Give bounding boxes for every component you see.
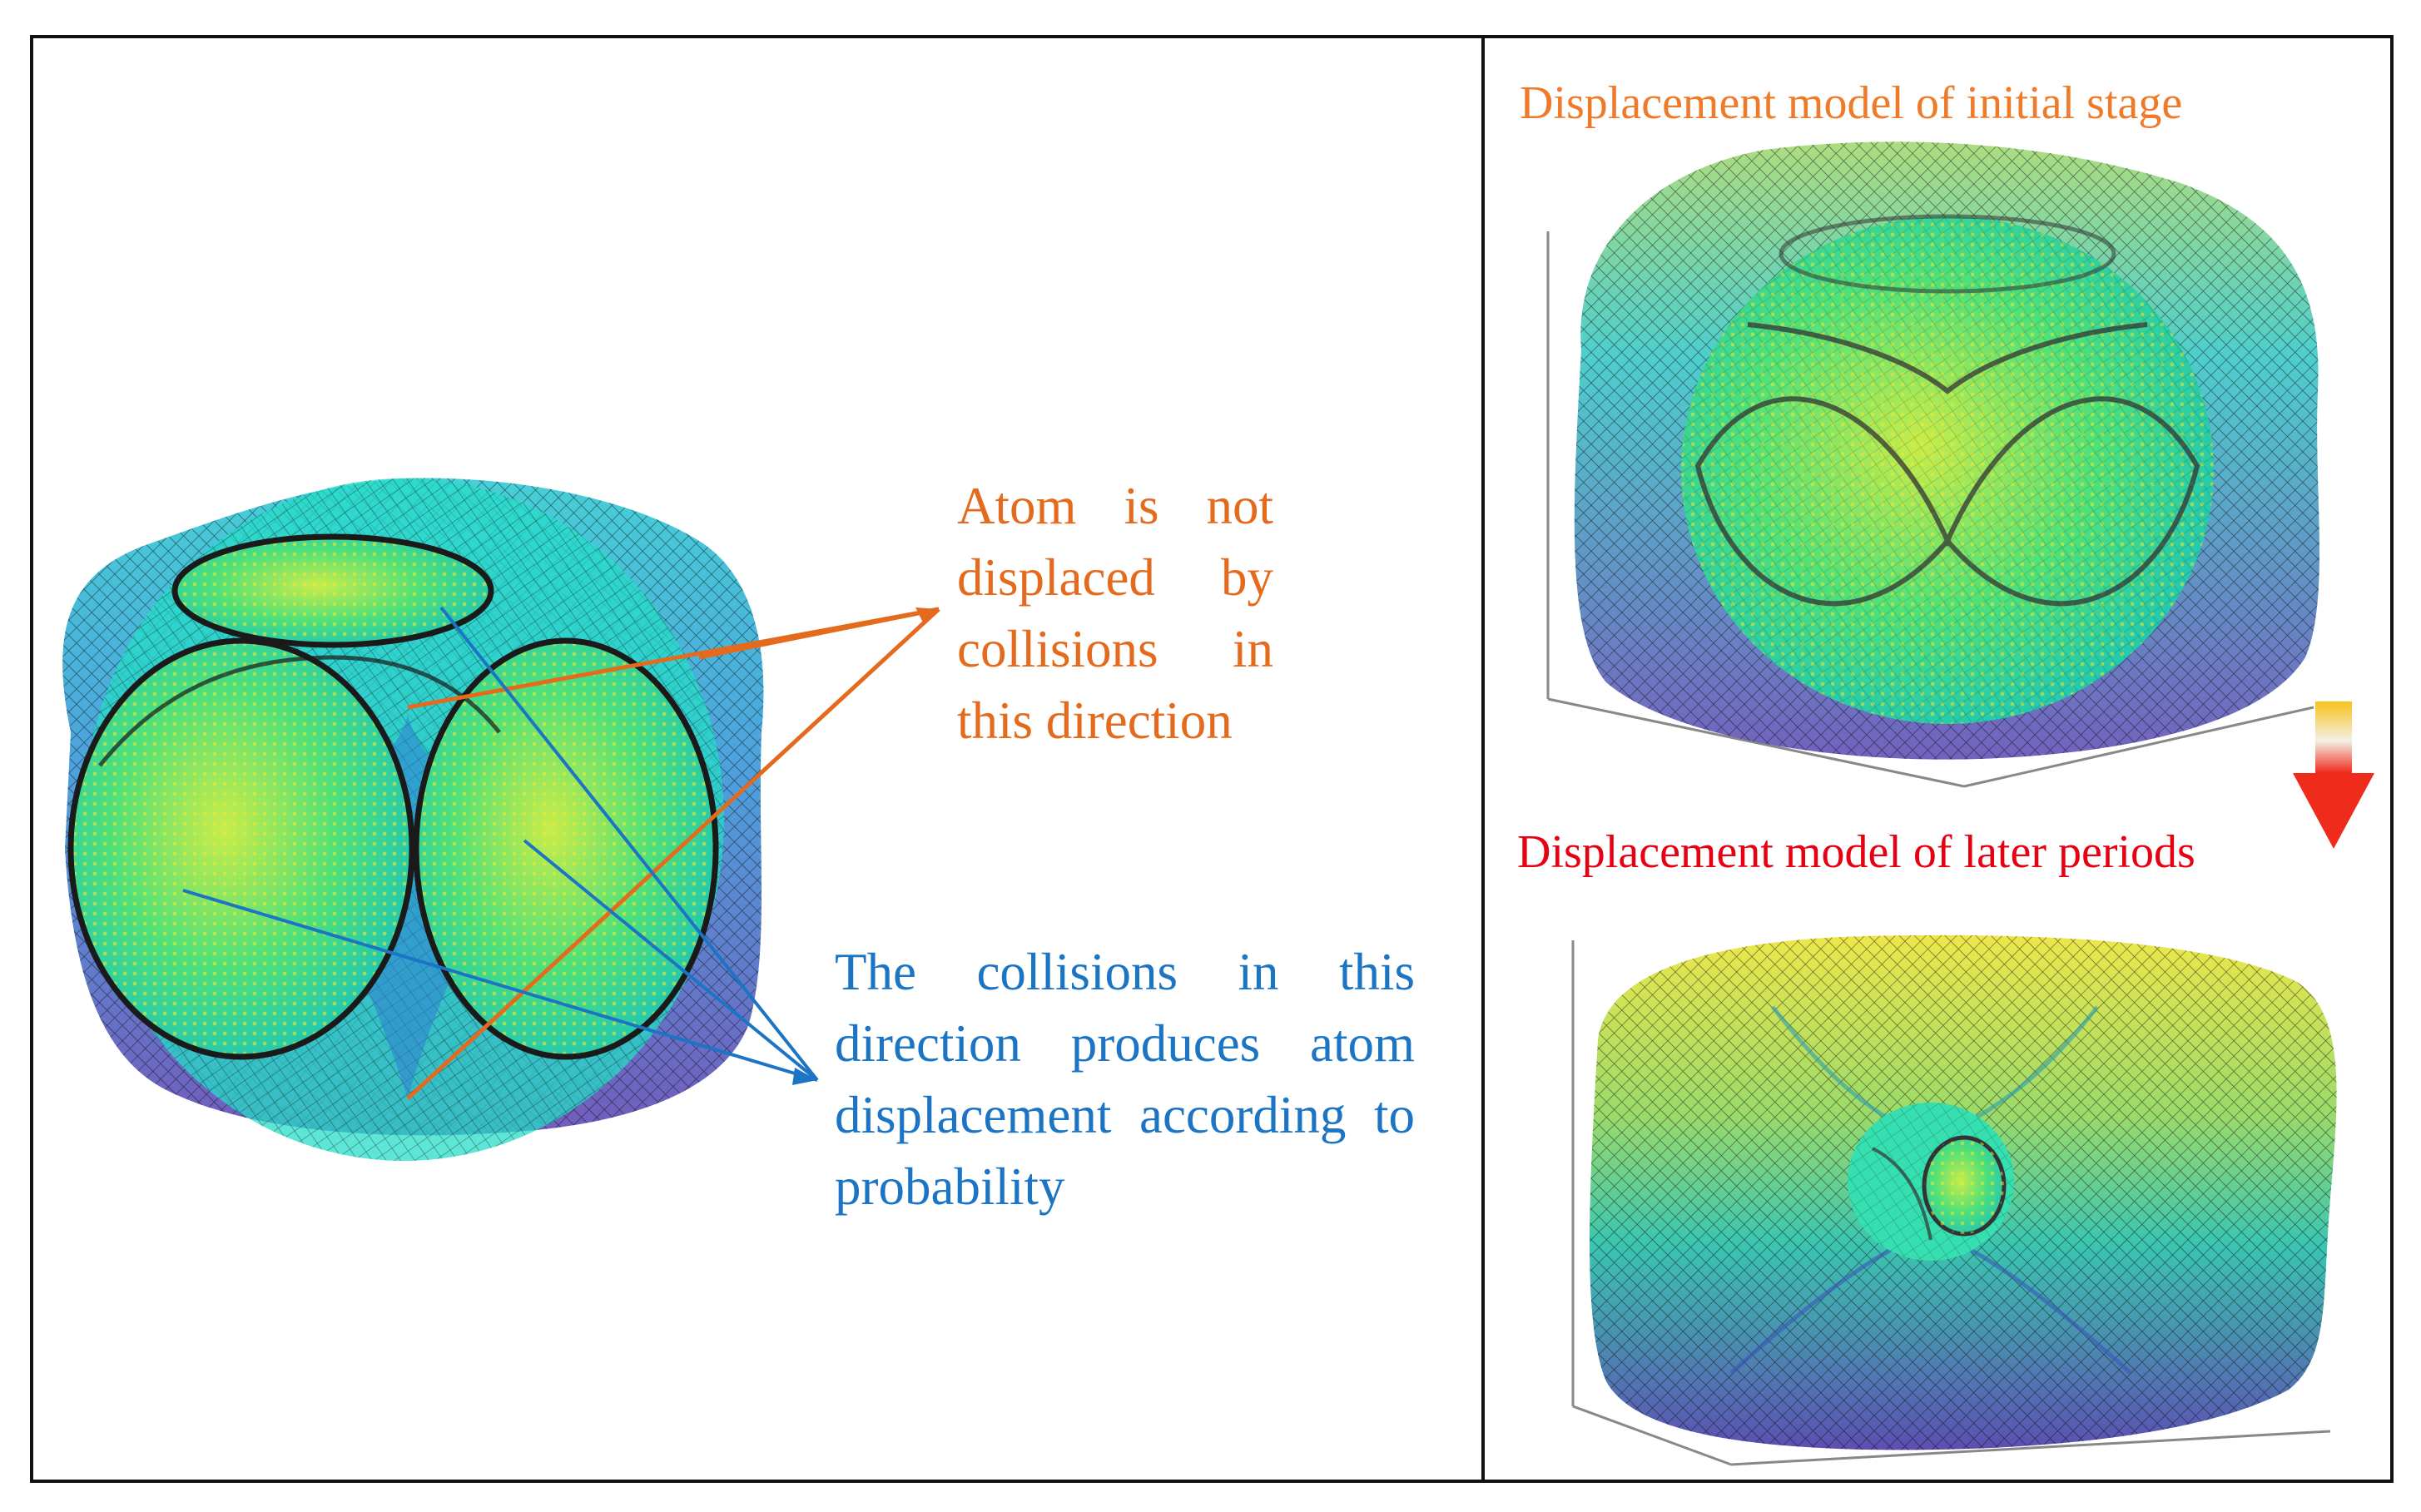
later-periods-title: Displacement model of later periods: [1517, 826, 2195, 878]
panel-divider: [1481, 35, 1485, 1483]
down-arrow-icon: [2293, 701, 2374, 849]
left-atom-model: [62, 478, 764, 1161]
blue-leader-lines: [182, 606, 819, 1085]
figure-frame: [30, 35, 2394, 1483]
initial-stage-title: Displacement model of initial stage: [1520, 77, 2183, 129]
orange-leader-lines: [406, 607, 940, 1100]
later-periods-model: [1571, 934, 2337, 1466]
displacement-annotation: The collisions in this direction produce…: [835, 943, 1415, 1216]
initial-stage-model: [1546, 141, 2319, 788]
not-displaced-annotation: Atom is not displaced by collisions in t…: [957, 477, 1273, 750]
